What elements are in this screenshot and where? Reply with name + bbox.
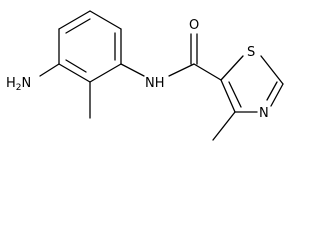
- bond: [220, 55, 244, 81]
- double-bond-inner: [65, 18, 91, 34]
- bond: [58, 63, 91, 83]
- double-bond-inner: [228, 81, 242, 108]
- ring-s-label: S: [247, 45, 255, 60]
- chemical-structure: H2N NH O S N: [6, 10, 284, 141]
- carbonyl-o-label: O: [189, 18, 199, 33]
- benzene-ring: [58, 10, 122, 83]
- amide-nh-label: NH: [145, 76, 165, 91]
- bond-aryl-n: [120, 63, 145, 77]
- ring-n-label: N: [259, 106, 269, 121]
- bond: [260, 55, 284, 85]
- double-bond-inner: [266, 81, 278, 101]
- amine-label: H2N: [6, 76, 31, 93]
- bond: [220, 79, 236, 113]
- bond-amine: [39, 63, 60, 77]
- bond: [89, 63, 122, 83]
- thiazole-ring: S N: [220, 45, 284, 121]
- bond: [89, 10, 122, 30]
- double-bond-inner: [65, 59, 87, 73]
- bond-n-carbonyl: [168, 63, 195, 77]
- bond: [58, 10, 91, 30]
- bond: [270, 83, 284, 107]
- bond-carbonyl-ring: [193, 63, 222, 81]
- bond-ring-methyl: [212, 111, 236, 141]
